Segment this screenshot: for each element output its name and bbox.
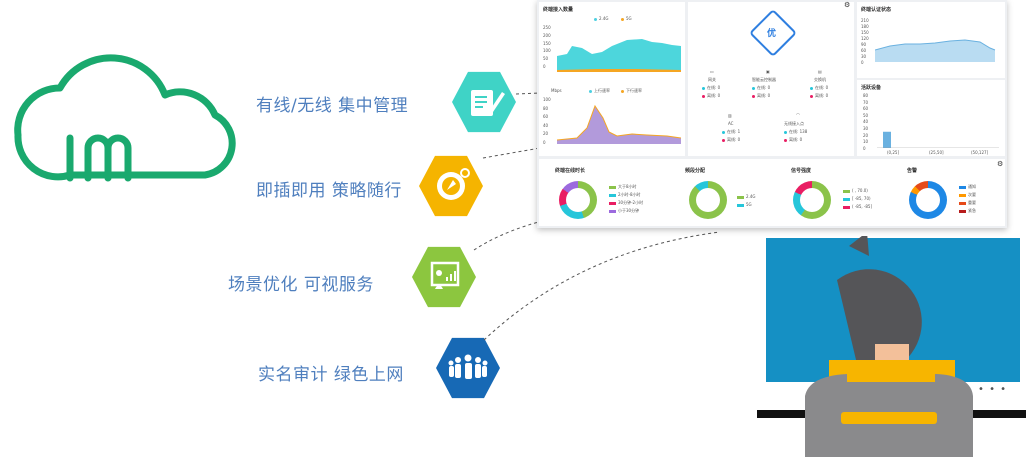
terminal-count-title: 终端接入数量	[543, 7, 574, 13]
legend-5g: 5G	[621, 16, 632, 21]
rate-unit: Mbps	[551, 88, 562, 93]
gear-icon-bottom[interactable]: ⚙	[997, 160, 1004, 168]
signal-title: 信号强度	[791, 168, 812, 174]
gear-icon[interactable]: ⚙	[844, 1, 851, 9]
active-devices-title: 活跃设备	[861, 85, 882, 91]
terminal-count-area-chart	[557, 39, 681, 72]
device-status-panel: 优 ▭网关 在线: 0 离线: 0 ▣智能云控制器 在线: 0 离线: 0 ▤交…	[688, 2, 854, 156]
feature-label-wired-wireless: 有线/无线 集中管理	[256, 96, 409, 116]
signal-legend: ( , 70.0) [ -85, 70) ( -85, -85]	[843, 187, 872, 211]
alarm-legend: 通知 次要 重要 紧急	[959, 183, 976, 215]
online-duration-legend: 大于8小时 2小时-8小时 30分钟-2小时 小于30分钟	[609, 183, 643, 215]
band-legend: 2.4G 5G	[737, 193, 755, 209]
legend-24g: 2.4G	[594, 16, 608, 21]
active-x-tick-0: (0,25]	[887, 150, 900, 155]
device-ac: ▥AC 在线: 1 离线: 0	[722, 112, 740, 144]
cloud-logo	[0, 40, 240, 190]
feature-label-plug-play: 即插即用 策略随行	[256, 181, 402, 201]
online-duration-title: 终端在线时长	[555, 168, 586, 174]
monitor-illustration	[757, 232, 1026, 457]
auth-area-chart	[875, 39, 996, 62]
device-switch: ▤交换机 在线: 0 离线: 0	[810, 68, 828, 100]
feature-label-scene-optimize: 场景优化 可视服务	[228, 275, 374, 295]
rating-badge-label: 优	[767, 29, 777, 39]
device-cloud-controller: ▣智能云控制器 在线: 0 离线: 0	[752, 69, 776, 98]
online-duration-donut	[559, 181, 597, 219]
signal-donut	[793, 181, 831, 219]
band-title: 频段分配	[685, 168, 706, 174]
band-donut	[689, 181, 727, 219]
alarm-donut	[909, 181, 947, 219]
active-bar-chart	[877, 131, 999, 148]
active-x-tick-1: (25,50]	[929, 150, 944, 155]
donut-row-panel: ⚙ 终端在线时长 大于8小时 2小时-8小时 30分钟-2小时 小于30分钟 频…	[539, 159, 1005, 226]
device-wireless-ap: ⌒无线接入点 在线: 138 离线: 0	[784, 113, 808, 142]
auth-status-title: 终端认证状态	[861, 7, 892, 13]
rate-area-chart	[557, 104, 681, 144]
more-dots-icon: • • •	[978, 384, 1008, 395]
alarm-title: 告警	[907, 168, 918, 174]
feature-label-real-name-audit: 实名审计 绿色上网	[258, 365, 404, 385]
active-bar-0	[883, 131, 891, 148]
legend-downlink: 下行速率	[621, 88, 642, 94]
active-x-tick-2: (50,127]	[971, 150, 989, 155]
legend-uplink: 上行速率	[589, 88, 610, 94]
device-gateway: ▭网关 在线: 0 离线: 0	[702, 68, 720, 100]
